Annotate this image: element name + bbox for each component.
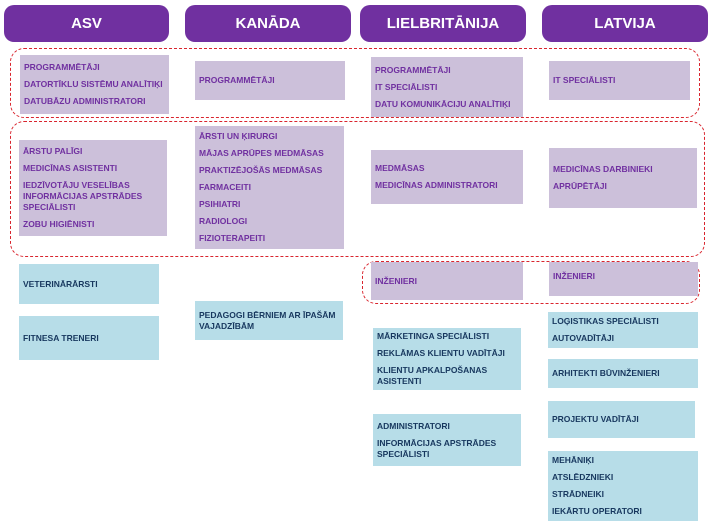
occupation-box-uk-eng: INŽENIERI [371,262,523,300]
occupation-label: PROGRAMMĒTĀJI [199,75,275,85]
occupation-label: STRĀDNEIKI [552,489,604,499]
occupation-label: KLIENTU APKALPOŠANAS ASISTENTI [377,365,488,386]
occupation-label: PRAKTIZĒJOŠĀS MEDMĀSAS [199,165,323,175]
engineering-group-outline [362,261,700,304]
header-lielbritanija: LIELBRITĀNIJA [360,5,526,42]
health-group-outline [10,121,705,257]
header-kanada: KANĀDA [185,5,351,42]
occupation-label: FITNESA TRENERI [23,332,99,343]
occupation-box-asv-fit: FITNESA TRENERI [19,316,159,360]
occupation-label: INFORMĀCIJAS APSTRĀDES SPECIĀLISTI [377,437,497,459]
occupation-label: ADMINISTRATORI [377,420,450,431]
occupation-label: PROGRAMMĒTĀJI [375,64,451,75]
occupation-label: MĀRKETINGA SPECIĀLISTI [377,331,490,341]
occupation-box-asv-health: ĀRSTU PALĪGI MEDICĪNAS ASISTENTI IEDZĪVOTĀ… [19,140,167,236]
occupation-label: MEDICĪNAS DARBINIEKI [553,164,653,174]
occupation-box-lv-log: LOĢISTIKAS SPECIĀLISTI AUTOVADĪTĀJI [548,312,698,348]
occupation-label: IT SPECIĀLISTI [375,81,438,92]
occupation-label: IT SPECIĀLISTI [553,75,616,85]
occupation-label: APRŪPĒTĀJI [553,181,607,191]
occupation-label: INŽENIERI [553,271,596,281]
occupation-label: FARMACEITI [199,182,251,192]
occupation-label: IEDZĪVOTĀJU VESELĪBAS INFORMĀCIJAS APSTR… [23,180,143,212]
occupation-box-kan-it: PROGRAMMĒTĀJI [195,61,345,100]
occupation-label: PSIHIATRI [199,199,241,209]
occupation-box-kan-ped: PEDAGOGI BĒRNIEM AR ĪPAŠĀM VAJADZĪBĀM [195,301,343,340]
occupation-label: ZOBU HIGIĒNISTI [23,219,95,229]
header-latvija: LATVIJA [542,5,708,42]
occupation-label: RADIOLOGI [199,216,248,226]
occupation-label: MĀJAS APRŪPES MEDMĀSAS [199,148,324,158]
occupation-label: MEHĀNIĶI [552,455,595,465]
occupation-label: LOĢISTIKAS SPECIĀLISTI [552,316,659,326]
occupation-box-uk-mark: MĀRKETINGA SPECIĀLISTI REKLĀMAS KLIENTU V… [373,328,521,390]
occupation-box-lv-health: MEDICĪNAS DARBINIEKI APRŪPĒTĀJI [549,148,697,208]
occupation-label: MEDICĪNAS ASISTENTI [23,163,118,173]
occupation-box-lv-eng: INŽENIERI [549,262,698,296]
occupation-box-uk-health: MEDMĀSAS MEDICĪNAS ADMINISTRATORI [371,150,523,204]
occupation-label: ĀRSTI UN ĶIRURGI [199,131,278,141]
occupation-label: FIZIOTERAPEITI [199,233,266,243]
occupation-box-kan-health: ĀRSTI UN ĶIRURGI MĀJAS APRŪPES MEDMĀSAS PR… [195,126,344,249]
occupation-label: ĀRSTU PALĪGI [23,146,83,156]
occupation-label: ARHITEKTI BŪVINŽENIERI [552,368,660,378]
occupation-box-lv-proj: PROJEKTU VADĪTĀJI [548,401,695,438]
occupation-label: DATU KOMUNIKĀCIJU ANALĪTIĶI [375,98,511,109]
it-group-outline [10,48,700,118]
occupation-label: DATUBĀZU ADMINISTRATORI [24,96,146,106]
header-asv: ASV [4,5,169,42]
occupation-label: IEKĀRTU OPERATORI [552,506,642,516]
occupation-label: PROGRAMMĒTĀJI [24,62,100,72]
occupation-box-lv-it: IT SPECIĀLISTI [549,61,690,100]
occupation-box-uk-adm: ADMINISTRATORI INFORMĀCIJAS APSTRĀDES SPE… [373,414,521,466]
occupation-label: VETERINĀRĀRSTI [23,278,98,289]
occupation-label: INŽENIERI [375,275,418,286]
occupation-box-asv-vet: VETERINĀRĀRSTI [19,264,159,304]
occupation-box-asv-it: PROGRAMMĒTĀJI DATORTĪKLU SISTĒMU ANALĪTIĶ… [20,55,169,114]
occupation-label: MEDICĪNAS ADMINISTRATORI [375,180,498,190]
occupation-box-lv-meh: MEHĀNIĶI ATSLĒDZNIEKI STRĀDNEIKI IEKĀRTU OP… [548,451,698,521]
occupation-label: DATORTĪKLU SISTĒMU ANALĪTIĶI [24,79,163,89]
occupation-label: AUTOVADĪTĀJI [552,333,615,343]
occupation-label: REKLĀMAS KLIENTU VADĪTĀJI [377,348,505,358]
occupation-label: PROJEKTU VADĪTĀJI [552,414,639,424]
occupation-box-uk-it: PROGRAMMĒTĀJI IT SPECIĀLISTI DATU KOMUNIKĀ… [371,57,523,117]
occupation-label: PEDAGOGI BĒRNIEM AR ĪPAŠĀM VAJADZĪBĀM [199,309,336,331]
occupation-box-lv-arh: ARHITEKTI BŪVINŽENIERI [548,359,698,388]
occupation-label: ATSLĒDZNIEKI [552,472,614,482]
occupation-label: MEDMĀSAS [375,163,425,173]
